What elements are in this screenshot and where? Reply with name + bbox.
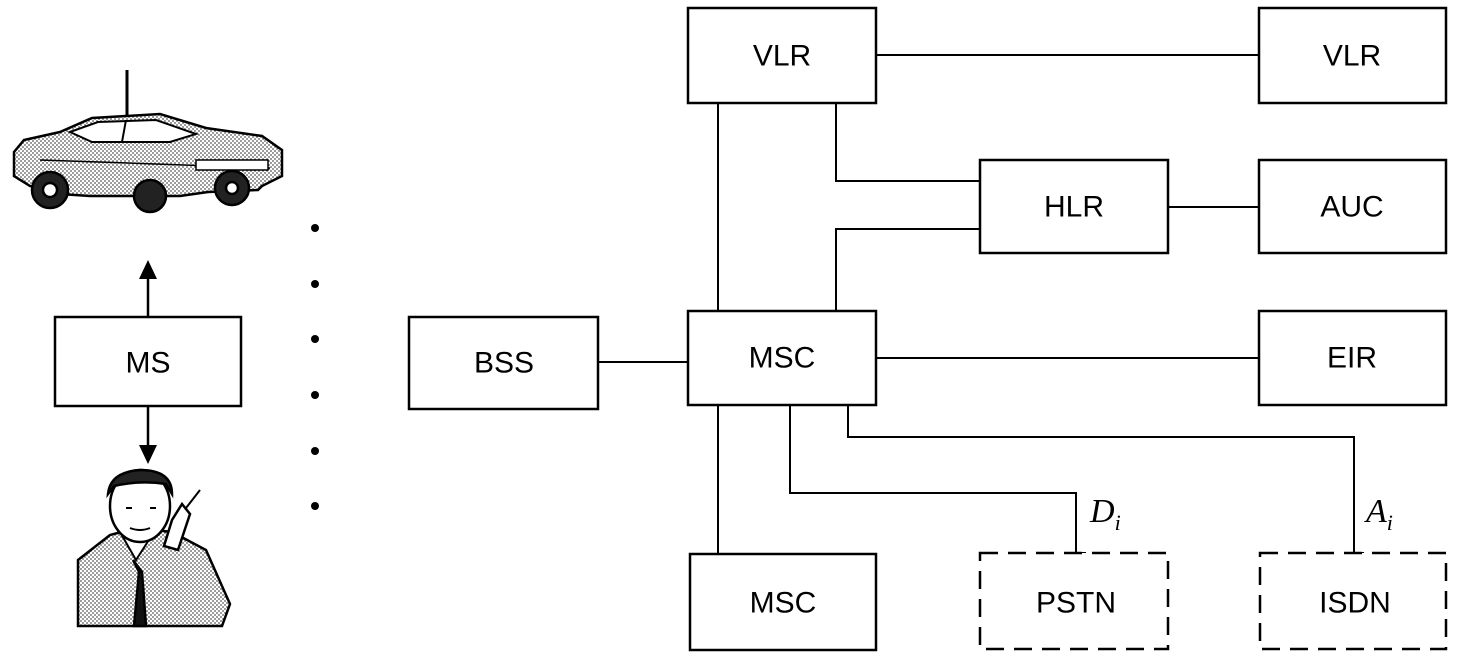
ms-label: MS xyxy=(126,347,171,380)
ms-box xyxy=(53,315,243,408)
msc-hlr-link xyxy=(835,228,980,311)
vlr-hlr-link xyxy=(835,103,980,182)
msc-isdn-link xyxy=(847,405,1355,553)
hlr-label: HLR xyxy=(1044,191,1104,224)
auc-box xyxy=(1257,158,1448,255)
hlr-box xyxy=(978,158,1170,255)
msc-main-label: MSC xyxy=(749,342,816,375)
isdn-interface-label: Ai xyxy=(1364,493,1393,535)
pstn-box xyxy=(978,551,1170,651)
bss-box xyxy=(407,315,600,411)
connectors xyxy=(598,54,1364,554)
arrow-up-icon xyxy=(139,260,157,279)
msc-lower-label: MSC xyxy=(750,587,817,620)
ms-arrows xyxy=(139,260,157,464)
bss-label: BSS xyxy=(474,347,534,380)
pstn-interface-label: Di xyxy=(1089,493,1121,535)
car-icon xyxy=(12,70,284,214)
vlr-left-box xyxy=(686,6,878,105)
msc-main-box xyxy=(686,309,878,407)
vlr-right-box xyxy=(1257,6,1448,105)
arrow-down-icon xyxy=(139,445,157,464)
vlr-right-label: VLR xyxy=(1323,40,1381,73)
ellipsis-dots xyxy=(311,224,319,510)
person-with-phone-icon xyxy=(76,468,232,628)
eir-label: EIR xyxy=(1327,342,1377,375)
isdn-label: ISDN xyxy=(1319,587,1391,620)
auc-label: AUC xyxy=(1320,191,1383,224)
isdn-box xyxy=(1258,551,1448,651)
msc-pstn-link xyxy=(789,405,1077,553)
eir-box xyxy=(1257,309,1448,407)
vlr-left-label: VLR xyxy=(753,40,811,73)
msc-lower-box xyxy=(688,552,878,652)
pstn-label: PSTN xyxy=(1036,587,1116,620)
